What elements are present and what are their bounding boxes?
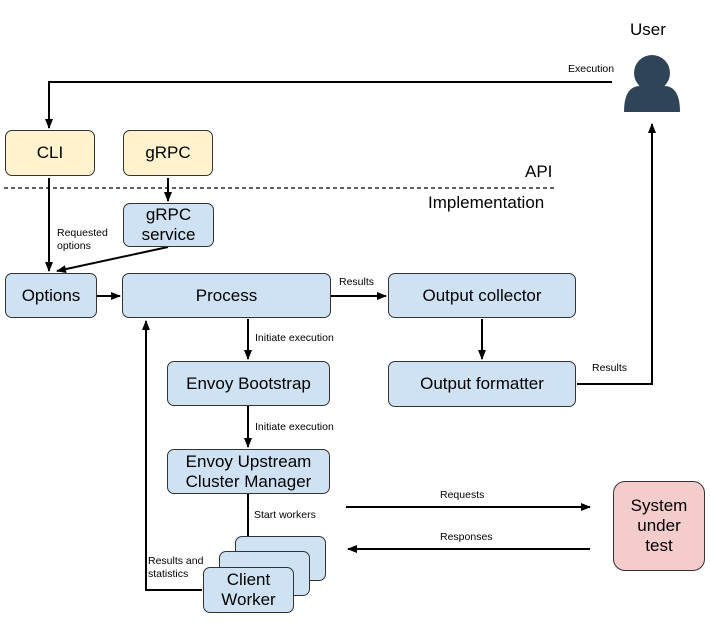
edge-workers-to-process [142, 320, 202, 591]
grpc-box: gRPC [123, 130, 213, 176]
user-label: User [630, 20, 666, 39]
process-box: Process [122, 273, 331, 318]
edge-label-initiate-execution-1: Initiate execution [255, 332, 334, 344]
envoy-upstream-box: Envoy Upstream Cluster Manager [167, 449, 330, 494]
options-box: Options [5, 273, 97, 318]
edge-label-initiate-execution-2: Initiate execution [255, 421, 334, 433]
edge-formatter-to-user [577, 123, 656, 385]
edge-label-results-process: Results [339, 276, 375, 288]
client-worker-box: Client Worker [203, 567, 294, 613]
output-formatter-box: Output formatter [388, 361, 576, 407]
edge-label-requests: Requests [440, 489, 485, 501]
api-layer-label: API [525, 162, 553, 181]
edge-execution [45, 81, 612, 129]
envoy-bootstrap-box: Envoy Bootstrap [167, 361, 330, 406]
edge-label-execution: Execution [568, 63, 615, 75]
system-under-test-box: System under test [613, 481, 705, 571]
grpc-service-box: gRPC service [123, 203, 214, 247]
cli-box: CLI [5, 130, 95, 176]
edge-label-results-and-statistics: Results and statistics [148, 555, 204, 580]
edge-service-to-options [56, 246, 169, 274]
implementation-layer-label: Implementation [428, 193, 545, 212]
user-icon [624, 55, 680, 112]
edge-label-start-workers: Start workers [254, 509, 316, 521]
output-collector-box: Output collector [388, 273, 576, 318]
edge-label-requested-options: Requested options [57, 227, 108, 252]
edge-label-responses: Responses [440, 531, 493, 543]
edge-label-results-formatter: Results [592, 362, 628, 374]
